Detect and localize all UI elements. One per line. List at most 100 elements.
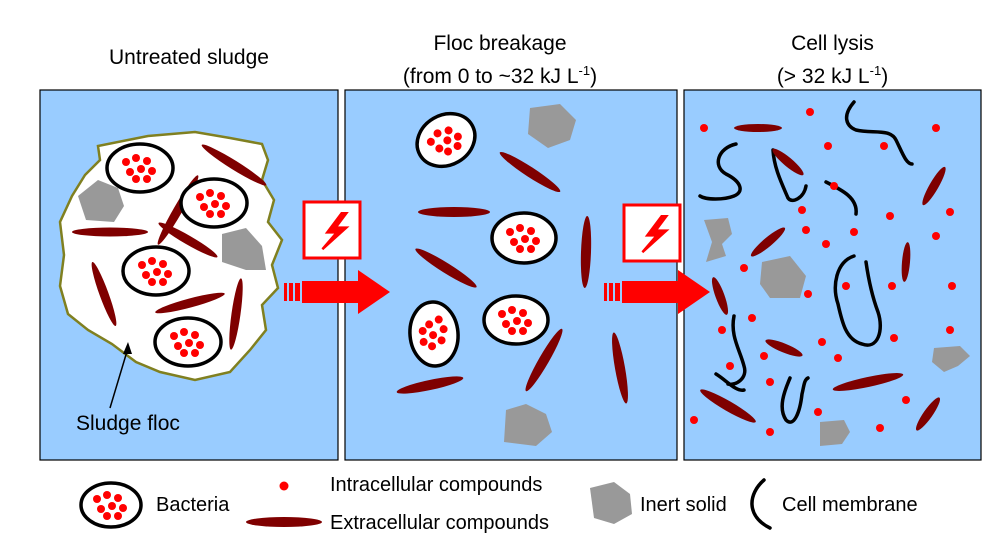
cell-membrane-group — [698, 100, 914, 424]
intracellular-dot — [876, 424, 884, 432]
extracellular-rod — [901, 242, 911, 282]
extracellular-rod — [158, 222, 218, 258]
intracellular-dot — [850, 228, 858, 236]
extracellular-rod — [499, 151, 561, 193]
legend-inert-solid-symbol — [590, 482, 632, 524]
extracellular-rod — [415, 248, 477, 288]
intracellular-compounds — [690, 108, 956, 436]
legend-intracellular-label: Intracellular compounds — [330, 474, 543, 496]
intracellular-dot — [760, 352, 768, 360]
inert-solid — [760, 256, 806, 298]
extracellular-rod — [915, 397, 941, 431]
intracellular-dot — [886, 212, 894, 220]
arrow-right-icon — [284, 270, 390, 314]
intracellular-dot — [888, 282, 896, 290]
bacterium — [415, 111, 477, 169]
arrow-right-icon — [604, 270, 710, 314]
intracellular-dot — [830, 182, 838, 190]
cell-membrane — [824, 180, 858, 216]
title-untreated: Untreated sludge — [40, 44, 338, 71]
extracellular-rod — [711, 277, 729, 315]
energy-box-1 — [302, 200, 362, 260]
intracellular-dot — [822, 240, 830, 248]
extracellular-rod — [922, 166, 946, 206]
legend-cell-membrane-symbol — [750, 478, 772, 530]
cell-membrane — [714, 372, 746, 392]
title-floc-breakage-line2: (from 0 to ~32 kJ L-1) — [402, 63, 598, 88]
bacterium — [105, 142, 175, 194]
inert-solid — [932, 346, 970, 372]
intracellular-dot — [946, 208, 954, 216]
extracellular-rod — [229, 278, 243, 350]
intracellular-dot — [814, 408, 822, 416]
intracellular-dot — [880, 142, 888, 150]
intracellular-dot — [700, 124, 708, 132]
title-floc-breakage: Floc breakage (from 0 to ~32 kJ L-1) — [345, 30, 655, 90]
title-floc-breakage-line1: Floc breakage — [433, 32, 567, 55]
intracellular-dot — [748, 314, 756, 322]
title-cell-lysis-line2: (> 32 kJ L-1) — [776, 63, 889, 88]
extracellular-rod — [772, 148, 804, 176]
inert-solid — [78, 180, 124, 222]
legend-extracellular-symbol — [246, 517, 322, 527]
intracellular-dot — [890, 334, 898, 342]
legend-bacteria-label: Bacteria — [156, 494, 230, 516]
cell-membrane — [771, 148, 808, 203]
legend-intracellular-symbol — [279, 481, 289, 491]
intracellular-dot — [718, 326, 726, 334]
legend-inert-solid-label: Inert solid — [640, 494, 727, 516]
legend-cell-membrane-label: Cell membrane — [782, 494, 918, 516]
extracellular-rod — [91, 262, 117, 326]
sludge-floc-pointer-head — [123, 342, 132, 354]
extracellular-rod — [612, 332, 628, 404]
bacterium — [490, 211, 558, 265]
intracellular-dot — [690, 416, 698, 424]
extracellular-rod — [750, 227, 786, 257]
sludge-floc-label: Sludge floc — [76, 412, 180, 435]
inert-solid — [504, 404, 552, 446]
inert-solid — [222, 228, 266, 270]
intracellular-dot — [740, 264, 748, 272]
intracellular-dot — [932, 124, 940, 132]
title-cell-lysis: Cell lysis (> 32 kJ L-1) — [684, 30, 981, 90]
extracellular-rod — [765, 339, 803, 357]
sludge-floc-pointer — [109, 347, 129, 409]
cell-membrane — [726, 314, 747, 387]
intracellular-dot — [834, 354, 842, 362]
bacterium — [482, 294, 550, 346]
intracellular-dot — [946, 326, 954, 334]
cell-membrane — [833, 254, 883, 347]
intracellular-dot — [766, 428, 774, 436]
bacterium — [153, 316, 223, 368]
title-cell-lysis-line1: Cell lysis — [791, 32, 874, 55]
intracellular-dot — [818, 338, 826, 346]
panel-floc-breakage — [344, 89, 678, 461]
extracellular-rod — [734, 124, 782, 132]
intracellular-dot — [802, 226, 810, 234]
inert-solid — [820, 420, 850, 446]
intracellular-dot — [824, 142, 832, 150]
extracellular-rod — [418, 207, 490, 217]
extracellular-rod — [580, 216, 592, 288]
legend-bacteria-symbol — [79, 481, 143, 529]
extracellular-rod — [832, 373, 904, 391]
energy-box-2 — [622, 203, 682, 263]
cell-membrane — [698, 142, 742, 201]
extracellular-rod — [700, 389, 756, 423]
extracellular-rod — [201, 144, 267, 186]
extracellular-rod — [155, 292, 225, 314]
legend-extracellular-label: Extracellular compounds — [330, 512, 549, 534]
intracellular-dot — [806, 108, 814, 116]
inert-solid — [528, 104, 576, 148]
intracellular-dot — [948, 282, 956, 290]
cell-membrane — [844, 100, 914, 166]
title-untreated-line1: Untreated sludge — [109, 46, 269, 69]
bacterium — [121, 245, 191, 297]
intracellular-dot — [804, 290, 812, 298]
cell-membrane — [780, 376, 810, 424]
extracellular-rod — [72, 227, 148, 237]
panel-cell-lysis — [683, 89, 982, 461]
intracellular-dot — [798, 206, 806, 214]
intracellular-dot — [902, 396, 910, 404]
